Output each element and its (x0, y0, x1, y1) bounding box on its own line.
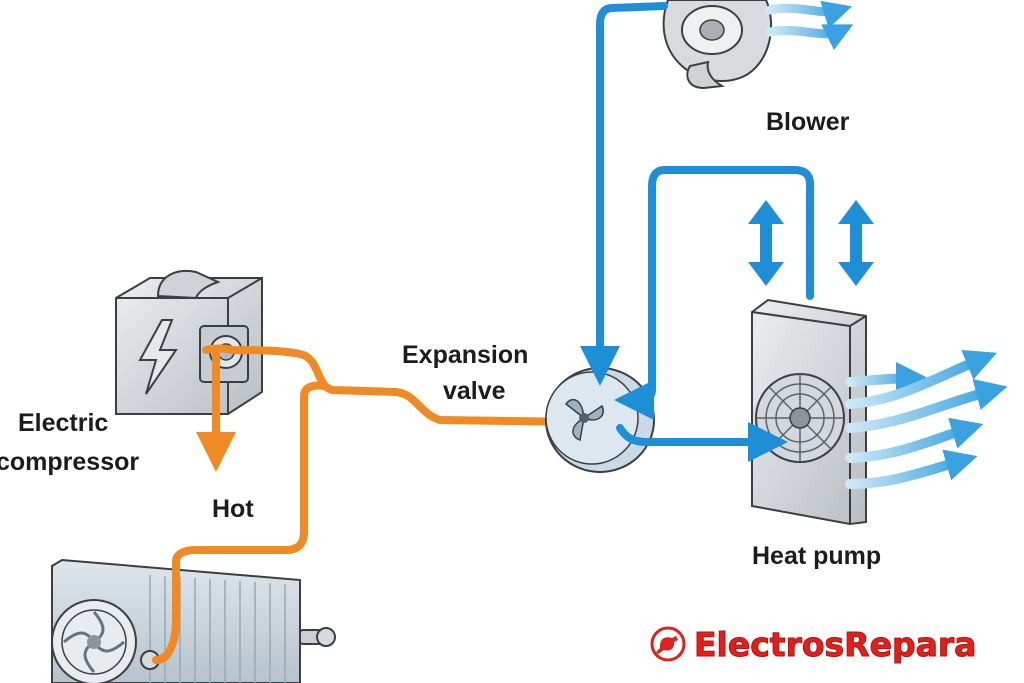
cold-line-loop (614, 166, 814, 420)
heat-pump-unit (751, 298, 867, 526)
lightning-bolt-icon (138, 319, 178, 395)
hot-label: Hot (212, 495, 254, 523)
fan-icon (564, 398, 604, 442)
brand-logo: ElectrosRepara (650, 622, 977, 666)
heat-pump-label: Heat pump (752, 542, 882, 570)
expansion-valve-label-line2: valve (443, 377, 506, 405)
cold-line-valve-to-heatpump (616, 422, 788, 462)
electric-compressor-label-line1: Electric (18, 409, 109, 437)
hot-refrigerant-lines (152, 344, 596, 664)
expansion-valve-label-line1: Expansion (402, 341, 529, 369)
blower-airflow (765, 0, 854, 51)
radiator-unit (51, 558, 336, 683)
heat-pump-airflow (845, 349, 1008, 489)
hot-line-compressor-to-valve (202, 344, 596, 442)
cold-line-blower-to-valve (580, 2, 668, 386)
fan-grille-icon (755, 373, 845, 463)
electric-compressor-label-line2: compressor (0, 448, 140, 476)
brand-name: ElectrosRepara (693, 624, 977, 664)
hot-line-radiator (152, 381, 328, 664)
double-arrow-left (748, 200, 784, 286)
expansion-valve (545, 367, 655, 473)
blower-unit (662, 0, 773, 90)
double-arrow-right (838, 200, 874, 286)
plug-logo-icon (650, 626, 686, 662)
cold-refrigerant-lines (580, 2, 814, 462)
electric-compressor (115, 270, 263, 415)
blower-label: Blower (766, 108, 850, 136)
